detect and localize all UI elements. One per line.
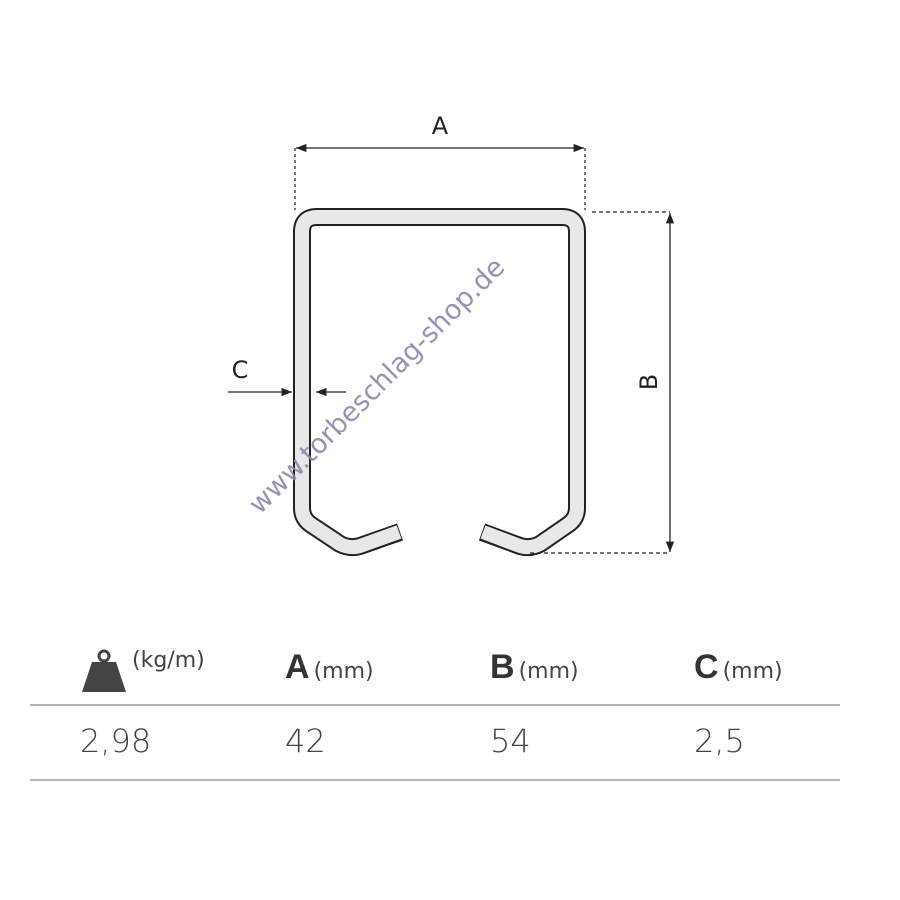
dimension-a: A (294, 112, 586, 210)
header-unit-weight: (kg/m) (132, 648, 205, 673)
header-a: A (mm) (285, 648, 374, 687)
divider (30, 704, 840, 706)
profile-shape (293, 208, 586, 557)
header-letter-a: A (285, 648, 310, 686)
value-c: 2,5 (694, 722, 745, 760)
label-b: B (635, 374, 663, 390)
header-weight: (kg/m) (80, 648, 205, 694)
label-c: C (232, 356, 249, 384)
header-unit-b: (mm) (518, 659, 579, 684)
header-unit-a: (mm) (313, 659, 374, 684)
header-b: B (mm) (490, 648, 579, 687)
value-weight: 2,98 (80, 722, 152, 760)
value-a: 42 (285, 722, 326, 760)
dimension-b: B (530, 211, 675, 554)
weight-icon (82, 649, 126, 692)
label-a: A (432, 112, 449, 140)
watermark: www.torbeschlag-shop.de (243, 252, 511, 520)
header-letter-c: C (694, 648, 719, 686)
dimension-c: C (228, 356, 346, 397)
header-letter-b: B (490, 648, 515, 686)
value-b: 54 (490, 722, 531, 760)
header-c: C (mm) (694, 648, 783, 687)
header-unit-c: (mm) (722, 659, 783, 684)
divider (30, 779, 840, 781)
